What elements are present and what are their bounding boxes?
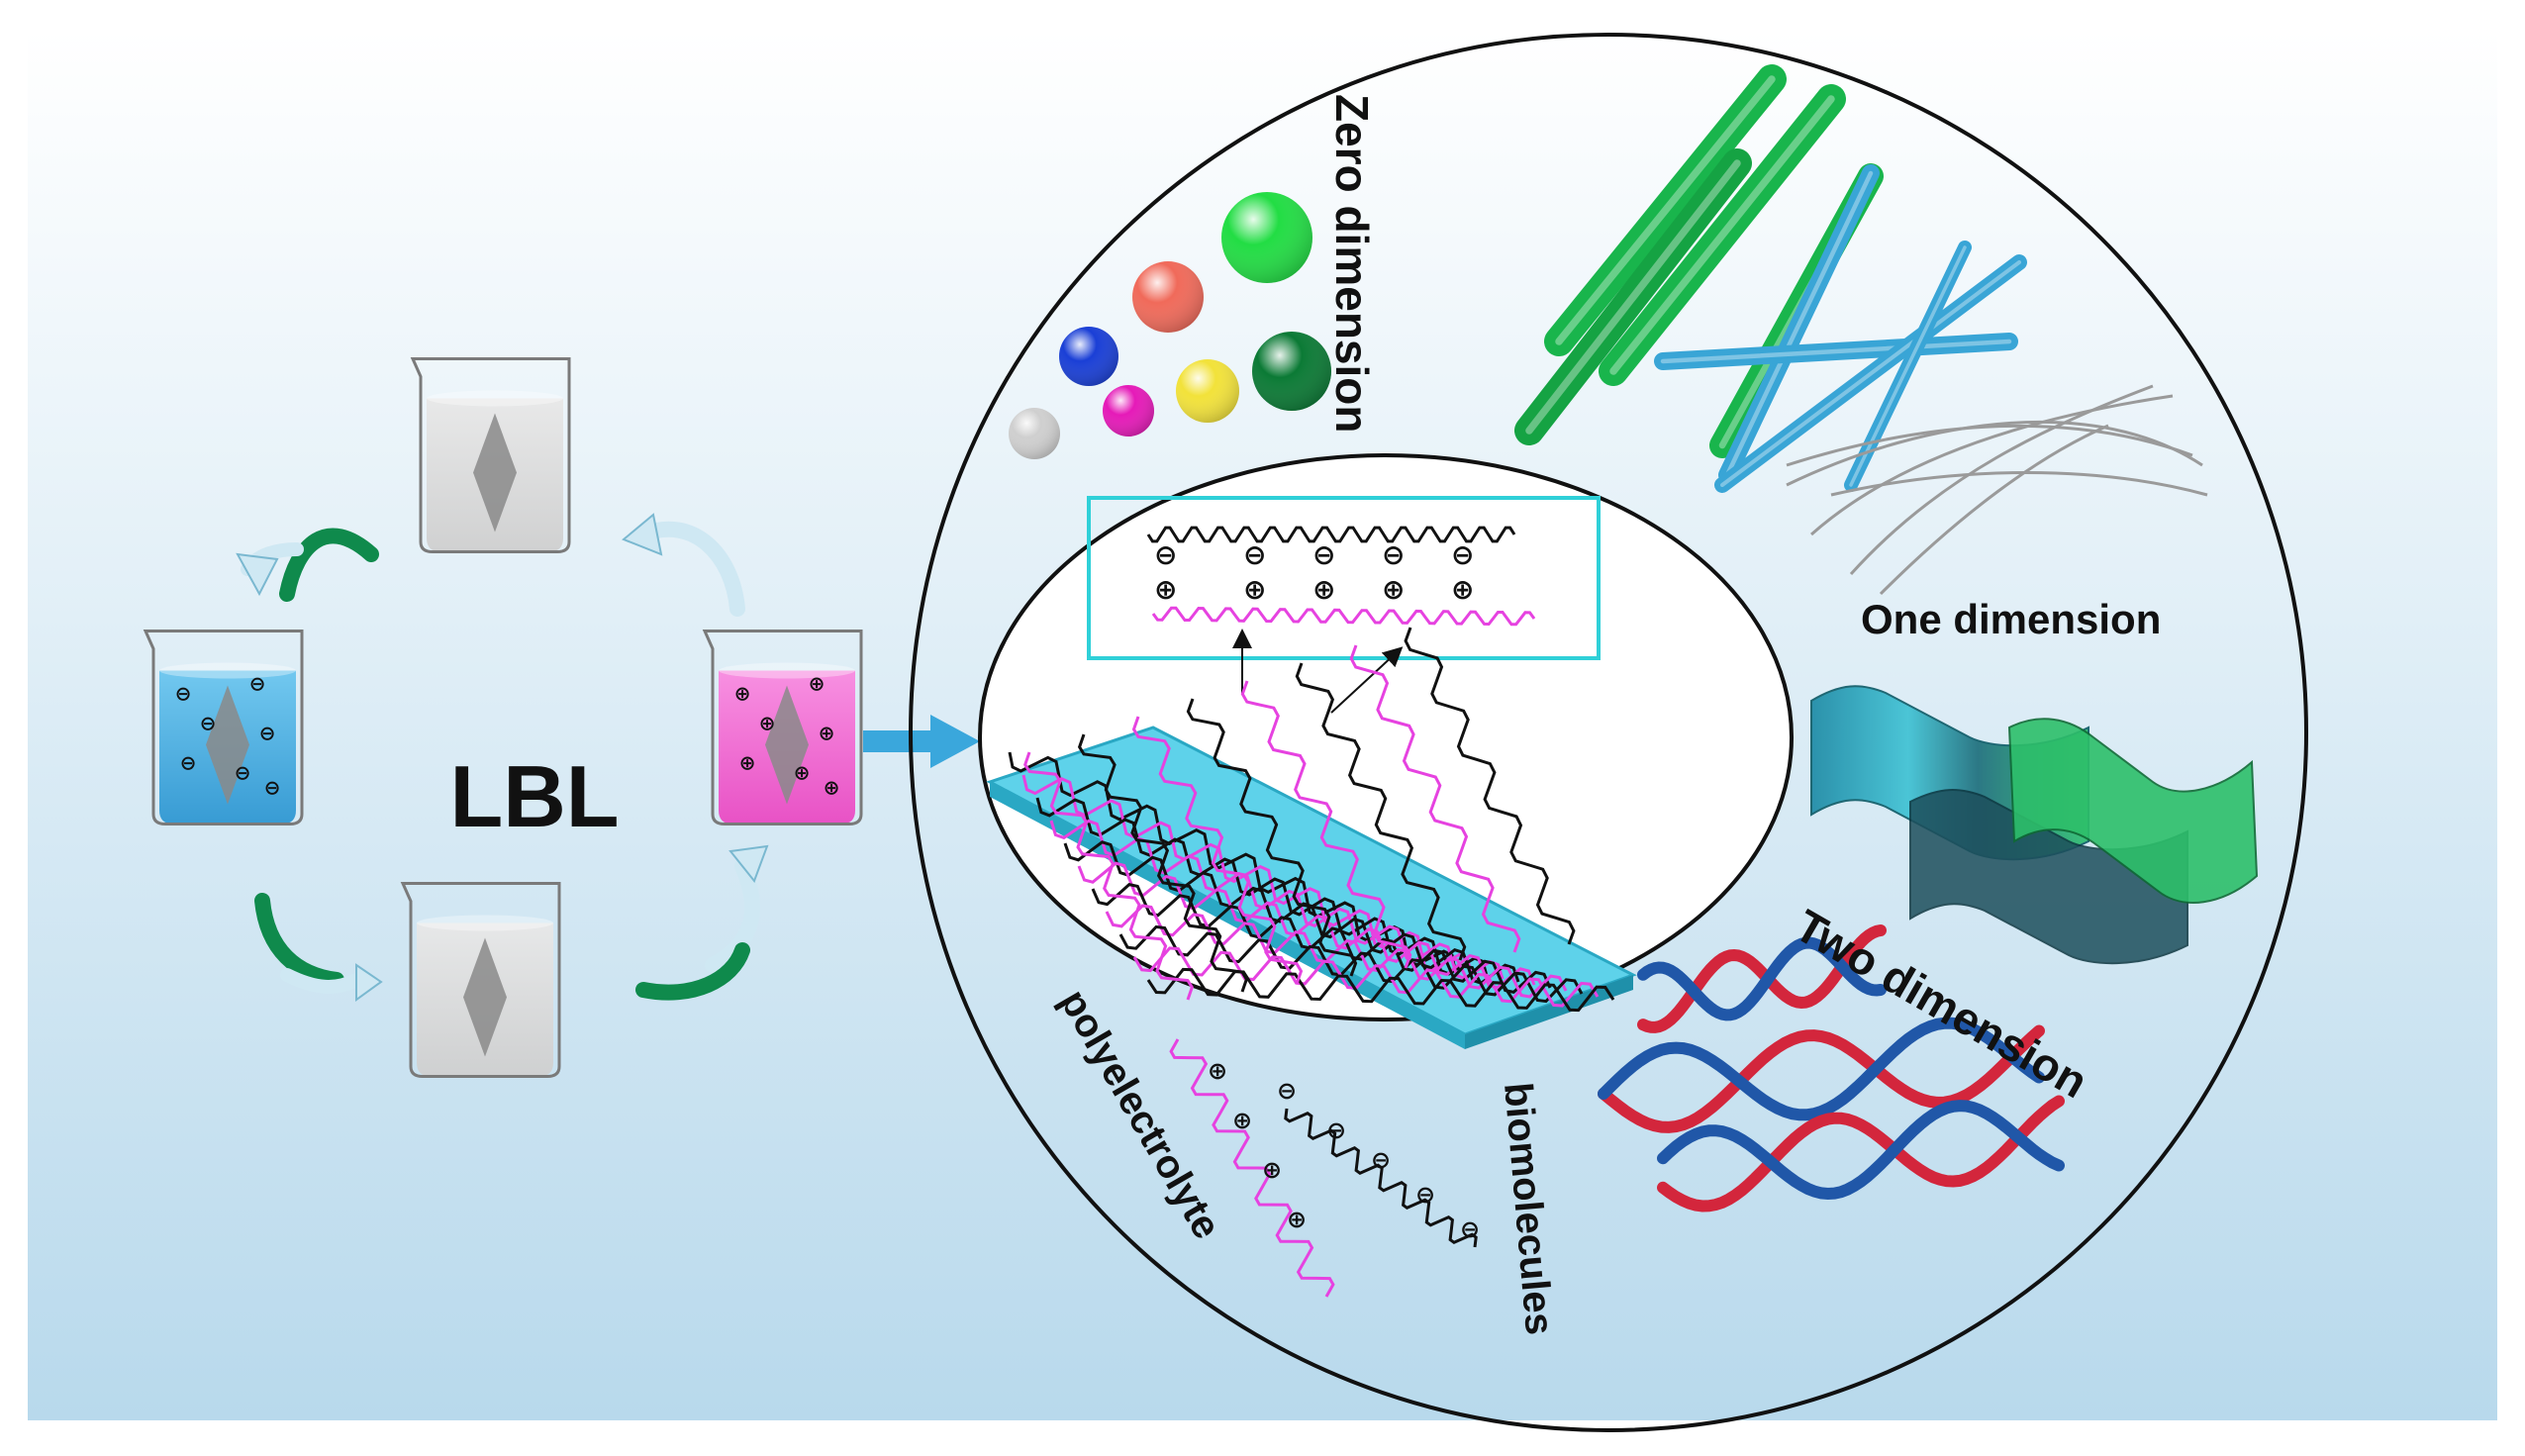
charge-symbol: ⊕ <box>1312 574 1335 605</box>
substrate-slide <box>206 685 249 805</box>
charge-symbol: ⊕ <box>809 674 825 696</box>
beaker-icon: ⊕⊕⊕⊕⊕⊕⊕ <box>702 630 863 825</box>
charge-symbol: ⊖ <box>264 778 281 800</box>
charge-symbol: ⊖ <box>1243 539 1266 570</box>
charge-symbol: ⊖ <box>1460 1216 1480 1243</box>
lbl-label: LBL <box>449 747 619 845</box>
charge-symbol: ⊖ <box>200 714 217 735</box>
chain-inset-box <box>1087 496 1601 660</box>
charge-symbol: ⊕ <box>734 684 751 706</box>
chain-inset: ⊖ ⊕ ⊖ ⊕ ⊖ ⊕ ⊖ ⊕ ⊖ ⊕ <box>1146 526 1536 627</box>
cycle-arrow-icon <box>635 521 745 617</box>
inset-pointer <box>1330 646 1404 714</box>
polyelectrolyte-chains: ⊕⊕⊕⊕⊖⊖⊖⊖⊖ <box>1169 1038 1480 1298</box>
charge-symbol: ⊕ <box>1287 1207 1307 1233</box>
cycle-arrow-icon <box>279 528 379 602</box>
charge-symbol: ⊖ <box>1371 1147 1391 1174</box>
beaker-icon: ⊖⊖⊖⊖⊖⊖⊖ <box>143 630 304 825</box>
charge-symbol: ⊕ <box>1232 1108 1252 1134</box>
materials-circle <box>909 33 2308 1432</box>
transfer-arrow-icon <box>863 715 980 768</box>
charge-symbol: ⊖ <box>180 753 197 775</box>
substrate-slide <box>765 685 809 805</box>
zero-dimension-label: Zero dimension <box>1326 94 1378 433</box>
multilayer-film <box>1008 627 1615 1013</box>
charge-symbol: ⊕ <box>739 753 756 775</box>
substrate-slide <box>473 413 517 533</box>
charge-symbol: ⊕ <box>1451 574 1474 605</box>
charge-symbol: ⊕ <box>1262 1157 1282 1184</box>
charge-symbol: ⊖ <box>1382 539 1405 570</box>
charge-symbol: ⊖ <box>1277 1078 1297 1105</box>
charge-symbol: ⊖ <box>1312 539 1335 570</box>
beaker-icon <box>400 882 561 1078</box>
cycle-arrow-icon <box>705 858 760 973</box>
charge-symbol: ⊕ <box>1382 574 1405 605</box>
charge-symbol: ⊕ <box>794 763 811 785</box>
one-dimension-label: One dimension <box>1861 596 2161 642</box>
charge-symbol: ⊖ <box>249 674 266 696</box>
substrate-slide <box>463 937 507 1057</box>
nanoparticle-icon <box>1009 192 1331 459</box>
charge-symbol: ⊖ <box>1326 1117 1346 1144</box>
charge-symbol: ⊖ <box>259 724 276 745</box>
nanowire-icon <box>1786 384 2208 596</box>
dna-helix-icon <box>1598 924 2065 1213</box>
beaker-icon <box>410 357 571 553</box>
cycle-arrow-icon <box>254 893 344 988</box>
charge-symbol: ⊖ <box>235 763 251 785</box>
charge-symbol: ⊖ <box>1415 1182 1435 1209</box>
charge-symbol: ⊕ <box>759 714 776 735</box>
nanosheet-icon <box>1810 685 2259 965</box>
charge-symbol: ⊕ <box>1208 1058 1227 1085</box>
charge-symbol: ⊖ <box>1154 539 1177 570</box>
nanorod-icon <box>1514 64 2027 493</box>
charge-symbol: ⊕ <box>824 778 840 800</box>
cycle-arrow-icon <box>635 942 750 1001</box>
charge-symbol: ⊖ <box>175 684 192 706</box>
charge-symbol: ⊕ <box>819 724 835 745</box>
lbl-cycle: ⊖⊖⊖⊖⊖⊖⊖⊕⊕⊕⊕⊕⊕⊕ LBL <box>143 357 863 1078</box>
cycle-arrow-icon <box>280 968 363 994</box>
charge-symbol: ⊖ <box>1451 539 1474 570</box>
charge-symbol: ⊕ <box>1154 574 1177 605</box>
charge-symbol: ⊕ <box>1243 574 1266 605</box>
